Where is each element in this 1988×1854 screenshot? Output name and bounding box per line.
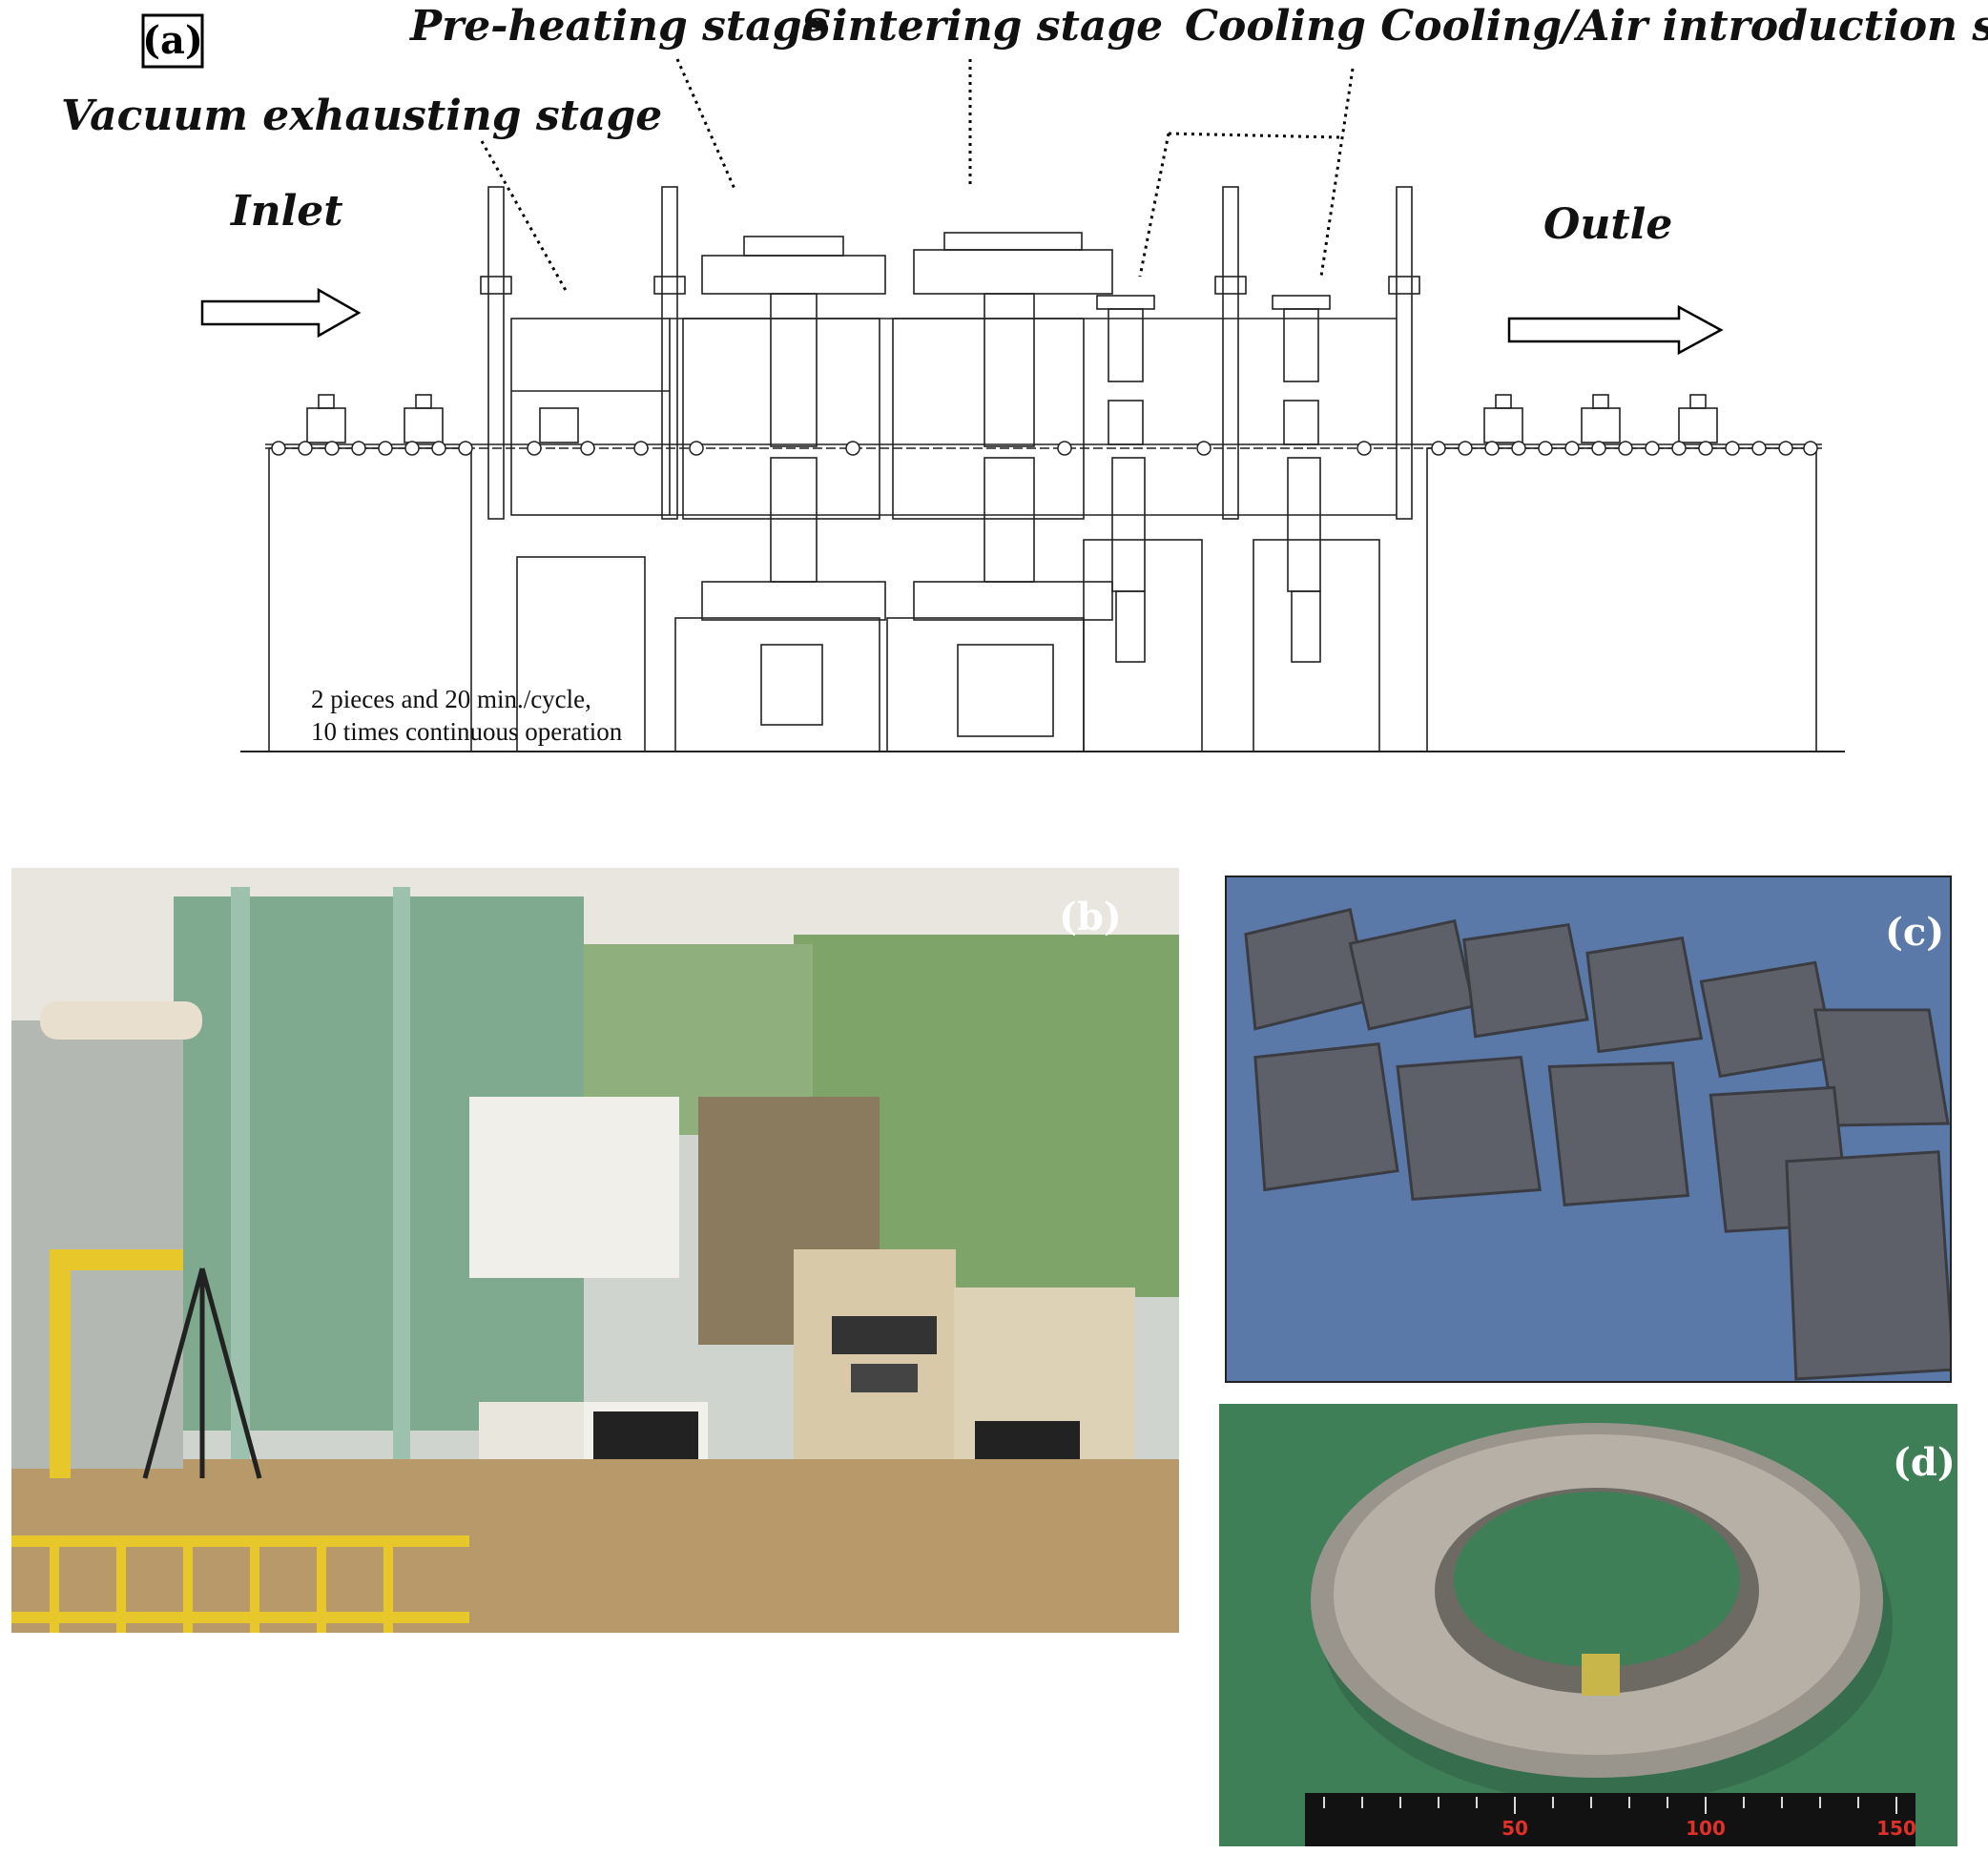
machine-schematic: (a) Pre-heating stage Sintering stage Co…	[61, 2, 1988, 752]
photo-d-tag: (d)	[1893, 1440, 1956, 1485]
label-vacuum-exhausting-stage: Vacuum exhausting stage	[61, 92, 662, 140]
panel-label-a: (a)	[142, 18, 203, 63]
label-sintering-stage: Sintering stage	[801, 2, 1163, 51]
photo-c-tag: (c)	[1885, 910, 1945, 955]
plates-scene	[1227, 877, 1950, 1381]
conveyor-rollers	[271, 441, 1818, 456]
ring-scene: 50 100 150	[1219, 1404, 1957, 1846]
ruler-label-150: 150	[1876, 1817, 1916, 1840]
photo-b-sps-plant: (b)	[11, 868, 1179, 1633]
outlet-arrow	[1507, 304, 1724, 356]
label-cooling-stage: Cooling Cooling/Air introduction stage	[1185, 2, 1988, 51]
inlet-arrow	[200, 287, 362, 339]
photo-d-ring-part: 50 100 150 (d)	[1219, 1404, 1957, 1846]
plant-scene	[11, 868, 1179, 1633]
panel-label-box	[141, 13, 204, 69]
leader-lines	[480, 58, 1355, 295]
operation-note-line-1: 2 pieces and 20 min./cycle,	[311, 685, 591, 713]
label-outlet: Outle	[1543, 200, 1672, 249]
label-pre-heating-stage: Pre-heating stage	[408, 2, 829, 51]
ruler-label-100: 100	[1686, 1817, 1726, 1840]
ruler-label-50: 50	[1501, 1817, 1528, 1840]
photo-b-tag: (b)	[1059, 895, 1122, 939]
operation-note-line-2: 10 times continuous operation	[311, 717, 623, 746]
machine-frame	[240, 186, 1845, 752]
label-inlet: Inlet	[229, 187, 343, 236]
photo-c-sintered-plates: (c)	[1225, 876, 1952, 1383]
